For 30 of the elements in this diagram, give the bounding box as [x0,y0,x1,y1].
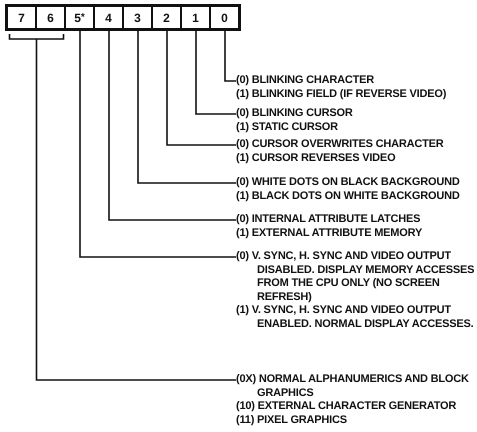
bit-description: (1) STATIC CURSOR [236,120,339,134]
bit-description: (0X) NORMAL ALPHANUMERICS AND BLOCK GRAPHICS [236,373,470,400]
bit-description: (1) BLINKING FIELD (IF REVERSE VIDEO) [236,88,448,101]
leader-line [137,31,236,184]
bit-description: (0) V. SYNC, H. SYNC AND VIDEO OUTPUT DISABLED. DISPLAY MEMORY ACCESSES FROM THE CPU ONLY (NO SCREEN REFRESH) [236,250,476,304]
bit-cell: 3 [123,6,152,29]
bit-description: (1) V. SYNC, H. SYNC AND VIDEO OUTPUT ENABLED. NORMAL DISPLAY ACCESSES. [236,304,474,331]
register-frame [5,4,241,31]
leader-line [166,31,236,146]
leader-line [224,31,236,82]
leader-line [8,33,237,381]
bit-description: (11) PIXEL GRAPHICS [236,414,348,427]
bit-description: (0) INTERNAL ATTRIBUTE LATCHES [236,213,422,226]
bit-description: (1) EXTERNAL ATTRIBUTE MEMORY [236,226,424,240]
bit-description: (0) WHITE DOTS ON BLACK BACKGROUND [236,176,461,190]
bit-cell: 6 [36,6,65,29]
bit-description: (1) CURSOR REVERSES VIDEO [236,152,396,165]
leader-line [108,31,236,221]
leader-line [79,31,236,258]
bit-cell: 0 [210,6,239,29]
leader-line [195,31,236,115]
bit-description: (0) BLINKING CURSOR [236,107,354,120]
bit-cell: 4 [94,6,123,29]
bit-cell: 1 [181,6,210,29]
bit-description: (0) BLINKING CHARACTER [236,74,375,88]
bit-cell: 2 [152,6,181,29]
bit-cell: 7 [7,6,36,29]
bit-description: (1) BLACK DOTS ON WHITE BACKGROUND [236,190,461,203]
bit-description: (0) CURSOR OVERWRITES CHARACTER [236,138,444,152]
bit-description: (10) EXTERNAL CHARACTER GENERATOR [236,400,458,414]
